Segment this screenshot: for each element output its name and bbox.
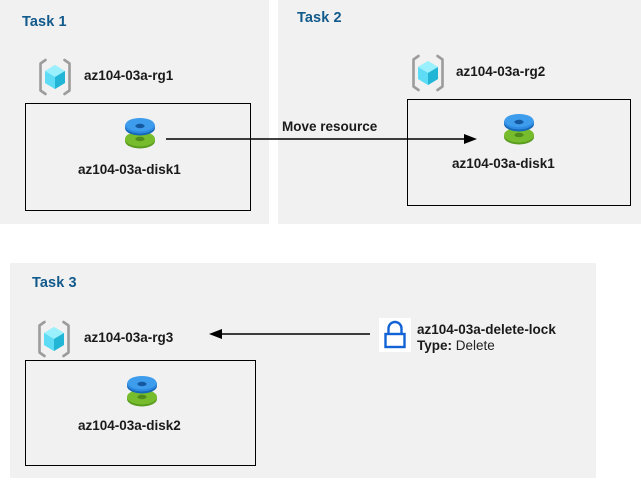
task-3-resource-box: [25, 360, 256, 466]
resource-group-name: az104-03a-rg1: [84, 68, 174, 83]
arrow-left-icon: [209, 329, 370, 339]
task-1-label: Task 1: [22, 14, 67, 30]
delete-lock-type-key: Type:: [417, 338, 453, 354]
task-2-resource-box: [407, 99, 631, 206]
arrow-right-icon: [166, 134, 477, 144]
padlock-icon: [379, 318, 411, 352]
disk-name: az104-03a-disk1: [452, 156, 555, 171]
resource-group-cube-icon: [34, 56, 76, 98]
disk-icon: [118, 112, 162, 156]
resource-group-name: az104-03a-rg3: [84, 330, 174, 345]
resource-group-cube-icon: [33, 318, 75, 360]
resource-group-cube-icon: [407, 52, 449, 94]
task-1-resource-box: [25, 103, 251, 211]
move-resource-label: Move resource: [282, 119, 378, 134]
task-3-label: Task 3: [32, 275, 77, 291]
disk-icon: [120, 370, 164, 414]
disk-icon: [497, 108, 541, 152]
task-3-panel: [10, 263, 596, 478]
task-2-panel: [278, 0, 641, 224]
disk-name: az104-03a-disk1: [78, 162, 181, 177]
delete-lock-name: az104-03a-delete-lock: [417, 322, 556, 337]
task-2-label: Task 2: [297, 10, 342, 26]
delete-lock-type-row: Type: Delete: [417, 338, 556, 354]
resource-group-name: az104-03a-rg2: [456, 64, 546, 79]
task-1-panel: [0, 0, 269, 224]
delete-lock-type-value: Delete: [455, 338, 495, 354]
delete-lock-text-block: az104-03a-delete-lock Type: Delete: [417, 322, 556, 355]
disk-name: az104-03a-disk2: [78, 418, 181, 433]
